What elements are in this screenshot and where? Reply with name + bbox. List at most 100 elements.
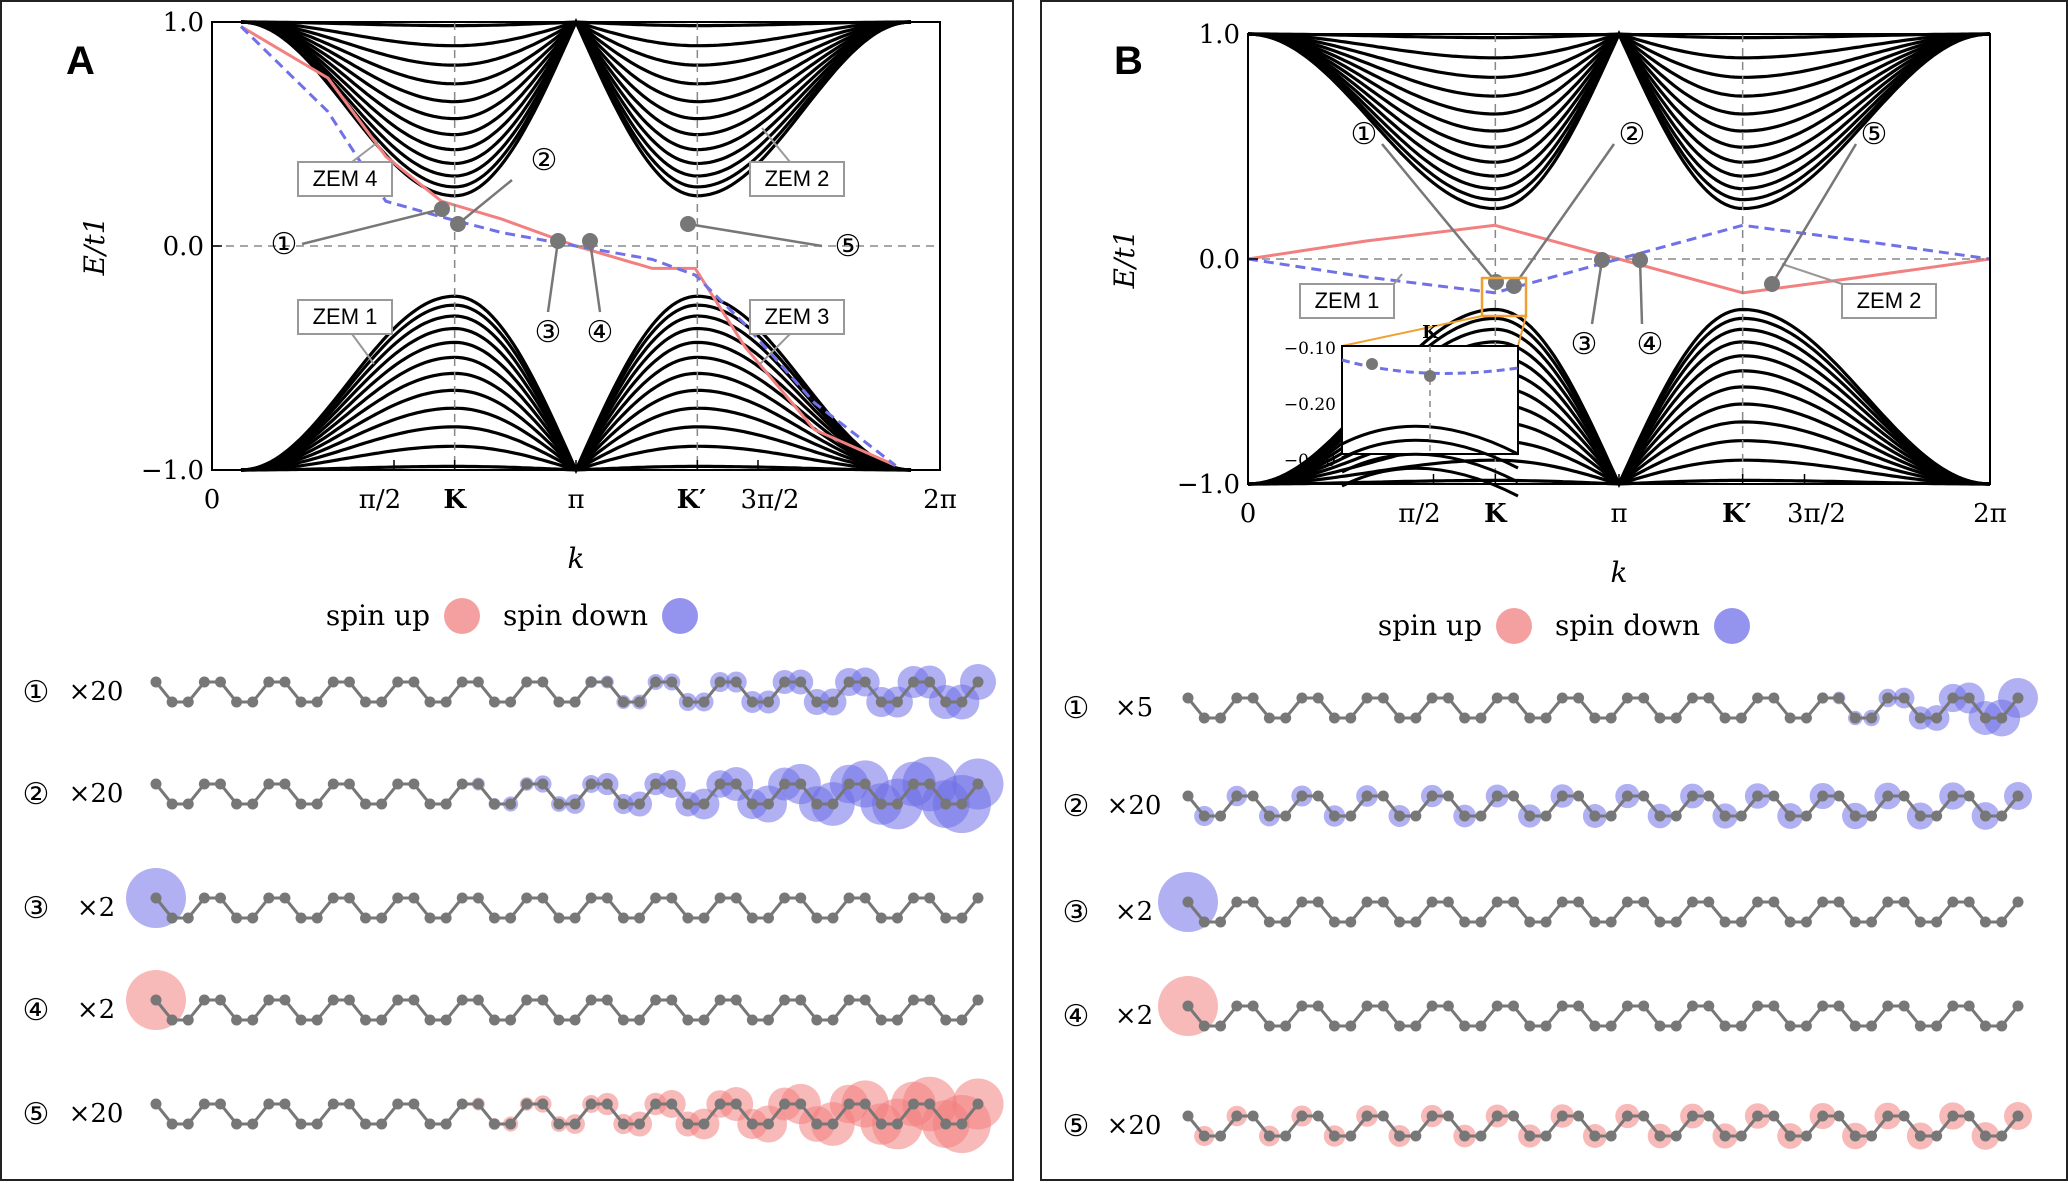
chain-atom [360, 696, 372, 708]
chain-atom [585, 892, 597, 904]
chain-row: ⑤×20 [23, 1076, 1004, 1154]
chain-atom [408, 676, 420, 688]
chain-atom [1491, 790, 1503, 802]
inset-y-tick-label: −0.10 [1284, 339, 1336, 359]
chain-atom [1654, 1020, 1666, 1032]
chain-atom [1589, 712, 1601, 724]
chain-atom [440, 1118, 452, 1130]
chain-atom [472, 778, 484, 790]
chain-atom [392, 778, 404, 790]
chain-atom [1280, 1130, 1292, 1142]
chain-state-label: ③ [23, 891, 50, 926]
chain-atom [537, 676, 549, 688]
chain-atom [795, 994, 807, 1006]
chain-atom [1198, 810, 1210, 822]
zem-box [297, 299, 393, 335]
chain-atom [198, 778, 210, 790]
chain-atom [956, 798, 968, 810]
chain-atom [682, 1118, 694, 1130]
chain-atom [1687, 1000, 1699, 1012]
zem-text: ZEM 2 [1857, 288, 1922, 313]
chain-atom [505, 912, 517, 924]
chain-atom [1768, 692, 1780, 704]
chain-atom [714, 892, 726, 904]
chain-atom [311, 696, 323, 708]
chain-atom [1784, 1020, 1796, 1032]
chain-atom [2012, 1000, 2024, 1012]
inset-y-tick-label: −0.30 [1284, 451, 1336, 471]
chain-atom [779, 676, 791, 688]
chain-atom [1394, 1130, 1406, 1142]
chain-atom [1361, 692, 1373, 704]
chain-atom [601, 892, 613, 904]
chain-atom [585, 994, 597, 1006]
chain-atom [924, 892, 936, 904]
chain-atom [634, 1118, 646, 1130]
chain-atom [247, 912, 259, 924]
chain-atom [940, 1118, 952, 1130]
chain-atom [1328, 1020, 1340, 1032]
chain-multiplier: ×2 [77, 995, 115, 1025]
chain-atom [714, 994, 726, 1006]
chain-atom [811, 696, 823, 708]
chain-atom [376, 912, 388, 924]
chain-atom [1882, 692, 1894, 704]
state-label: ③ [535, 315, 562, 350]
chain-atom [1442, 1110, 1454, 1122]
chain-atom [1621, 896, 1633, 908]
chain-atom [182, 1014, 194, 1026]
chain-atom [746, 696, 758, 708]
chain-atom [1947, 1000, 1959, 1012]
chain-atom [392, 1098, 404, 1110]
chain-atom [730, 994, 742, 1006]
chain-atom [1996, 712, 2008, 724]
chain-atom [617, 696, 629, 708]
chain-atom [1263, 810, 1275, 822]
chain-atom [263, 778, 275, 790]
chain-atom [263, 994, 275, 1006]
chain-atom [1817, 1000, 1829, 1012]
chain-atom [569, 798, 581, 810]
chain-atom [811, 798, 823, 810]
chain-atom [1507, 790, 1519, 802]
chain-atom [601, 676, 613, 688]
chain-atom [875, 1118, 887, 1130]
zem-box [297, 161, 393, 197]
chain-atom [392, 676, 404, 688]
chain-atom [1377, 1000, 1389, 1012]
chain-atom [859, 778, 871, 790]
chain-atom [634, 1014, 646, 1026]
chain-atom [295, 1014, 307, 1026]
legend-spin-down-swatch [662, 598, 698, 634]
chain-atom [343, 676, 355, 688]
chain-atom [472, 892, 484, 904]
state-point [1764, 276, 1780, 292]
chain-atom [1296, 1000, 1308, 1012]
chain-atom [827, 912, 839, 924]
chain-atom [1410, 810, 1422, 822]
chain-atom [360, 912, 372, 924]
chain-atom [1931, 1020, 1943, 1032]
chain-atom [1328, 1130, 1340, 1142]
chain-atom [972, 778, 984, 790]
chain-atom [682, 912, 694, 924]
chain-atom [1377, 896, 1389, 908]
chain-atom [843, 892, 855, 904]
chain-atom [553, 1118, 565, 1130]
chain-atom [456, 778, 468, 790]
bulk-band-upper [1247, 30, 1991, 191]
chain-atom [1784, 916, 1796, 928]
chain-atom [198, 892, 210, 904]
chain-atom [730, 1098, 742, 1110]
marked-state: ③ [1571, 252, 1610, 362]
chain-atom [1589, 810, 1601, 822]
legend-spin-down-label: spin down [1555, 609, 1700, 642]
marked-state: ④ [582, 233, 613, 350]
chain-atom [1687, 896, 1699, 908]
chain-atom [940, 696, 952, 708]
chain-atom [295, 912, 307, 924]
chain-atom [166, 798, 178, 810]
